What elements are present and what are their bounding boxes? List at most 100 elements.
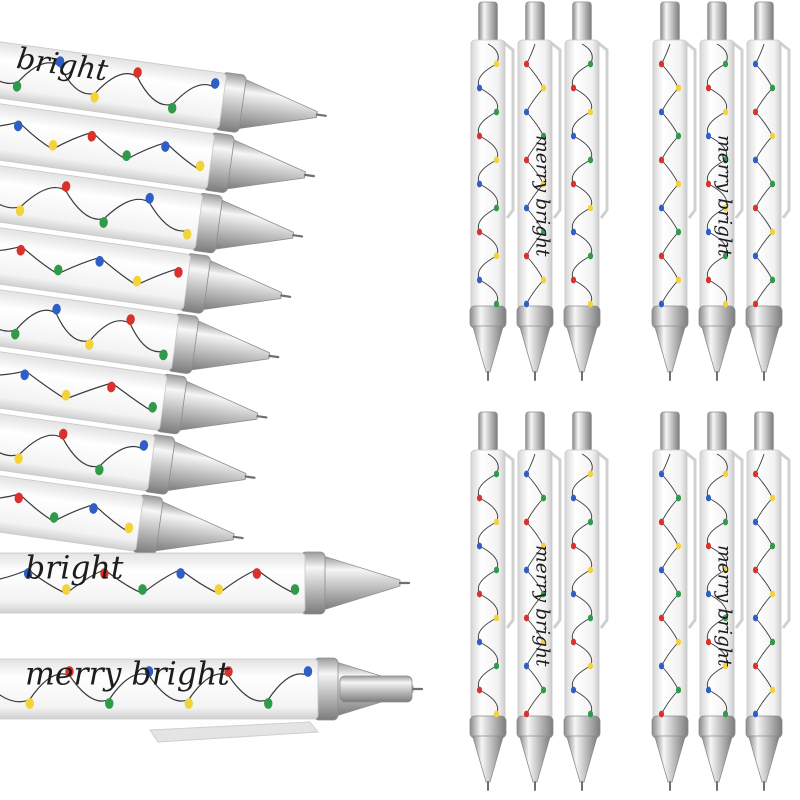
pen-barrel [0,225,191,310]
light-bulb [540,180,547,188]
light-bulb [752,108,759,116]
light-bulb [570,494,577,502]
light-bulb [675,276,682,284]
pen-clip [502,450,515,629]
light-bulb [570,132,577,140]
light-bulb [722,518,729,526]
light-bulb [61,389,71,401]
light-bulb [139,440,149,451]
light-bulb [705,84,712,92]
pen [563,411,609,791]
light-bulb [290,584,300,595]
light-bulb [570,686,577,694]
light-bulb [675,638,682,646]
light-bulb [174,267,183,278]
pen-tip [472,735,504,783]
light-bulb [493,614,500,622]
pen-barrel [652,39,688,311]
stacked-pen: bright [0,39,327,133]
stacked-pen [0,101,316,193]
light-bulb [126,314,135,325]
ballpoint [232,535,244,540]
light-bulb [90,91,99,103]
light-bulb [523,204,530,212]
light-bulb [540,494,547,502]
light-bulb [105,698,114,709]
light-bulb [20,369,29,381]
pen-plunger [754,1,774,43]
vertical-pen-group: merry bright [651,411,791,791]
light-bulb [658,566,665,574]
pen-plunger [660,411,680,453]
pen [745,411,791,791]
pen-clip [549,40,562,219]
light-bulb [570,180,577,188]
pen-barrel [470,449,506,721]
light-bulb [658,252,665,260]
light-bulb [493,710,500,718]
light-bulb [570,276,577,284]
chrome-ring [745,715,783,739]
light-bulb [752,662,759,670]
ballpoint [292,234,304,238]
light-bulb [540,228,547,236]
light-bulb [493,662,500,670]
light-bulb [769,590,776,598]
light-bulb [722,300,729,308]
light-bulb [184,698,193,709]
light-bulb [476,132,483,140]
light-bulb [675,542,682,550]
light-bulb [540,542,547,550]
light-bulb [769,180,776,188]
pen-tip [236,78,318,130]
light-bulb [658,204,665,212]
light-bulb [95,255,104,267]
light-bulb [769,84,776,92]
light-bulb [722,108,729,116]
light-bulb [675,590,682,598]
light-bulb [752,204,759,212]
light-bulb [61,181,71,192]
ballpoint [280,294,292,298]
light-bulb [107,381,116,393]
light-bulb [658,518,665,526]
pen [0,411,256,495]
light-bulb [13,120,23,132]
pen-barrel [0,163,203,250]
pen-plunger [525,1,545,43]
light-bulb [58,428,68,440]
light-bulb [16,244,26,256]
pen-tip [472,325,504,373]
light-bulb [476,84,483,92]
chrome-ring [651,305,689,329]
pen-clip [731,450,744,629]
light-bulb [752,710,759,718]
pen-clip [502,40,515,219]
light-bulb [705,132,712,140]
light-bulb [523,252,530,260]
light-bulb [540,84,547,92]
light-bulb [675,686,682,694]
pen [651,411,697,791]
light-bulb [705,638,712,646]
light-bulb [722,60,729,68]
light-bulb [49,512,59,523]
pen: merry bright [698,1,744,381]
light-bulb [658,108,665,116]
pen-plunger [478,411,498,453]
light-bulb [493,566,500,574]
pen-clip [596,40,609,219]
light-bulb [587,204,594,212]
pen [469,1,515,381]
light-bulb [182,228,192,240]
chrome-ring [563,715,601,739]
light-bulb [722,252,729,260]
light-bulb [523,662,530,670]
pen-tip [165,440,247,492]
light-bulb [11,328,20,340]
light-bulb [752,300,759,308]
light-bulb [540,276,547,284]
pen-clip [684,450,697,629]
pen-script-text: merry bright [532,545,553,667]
